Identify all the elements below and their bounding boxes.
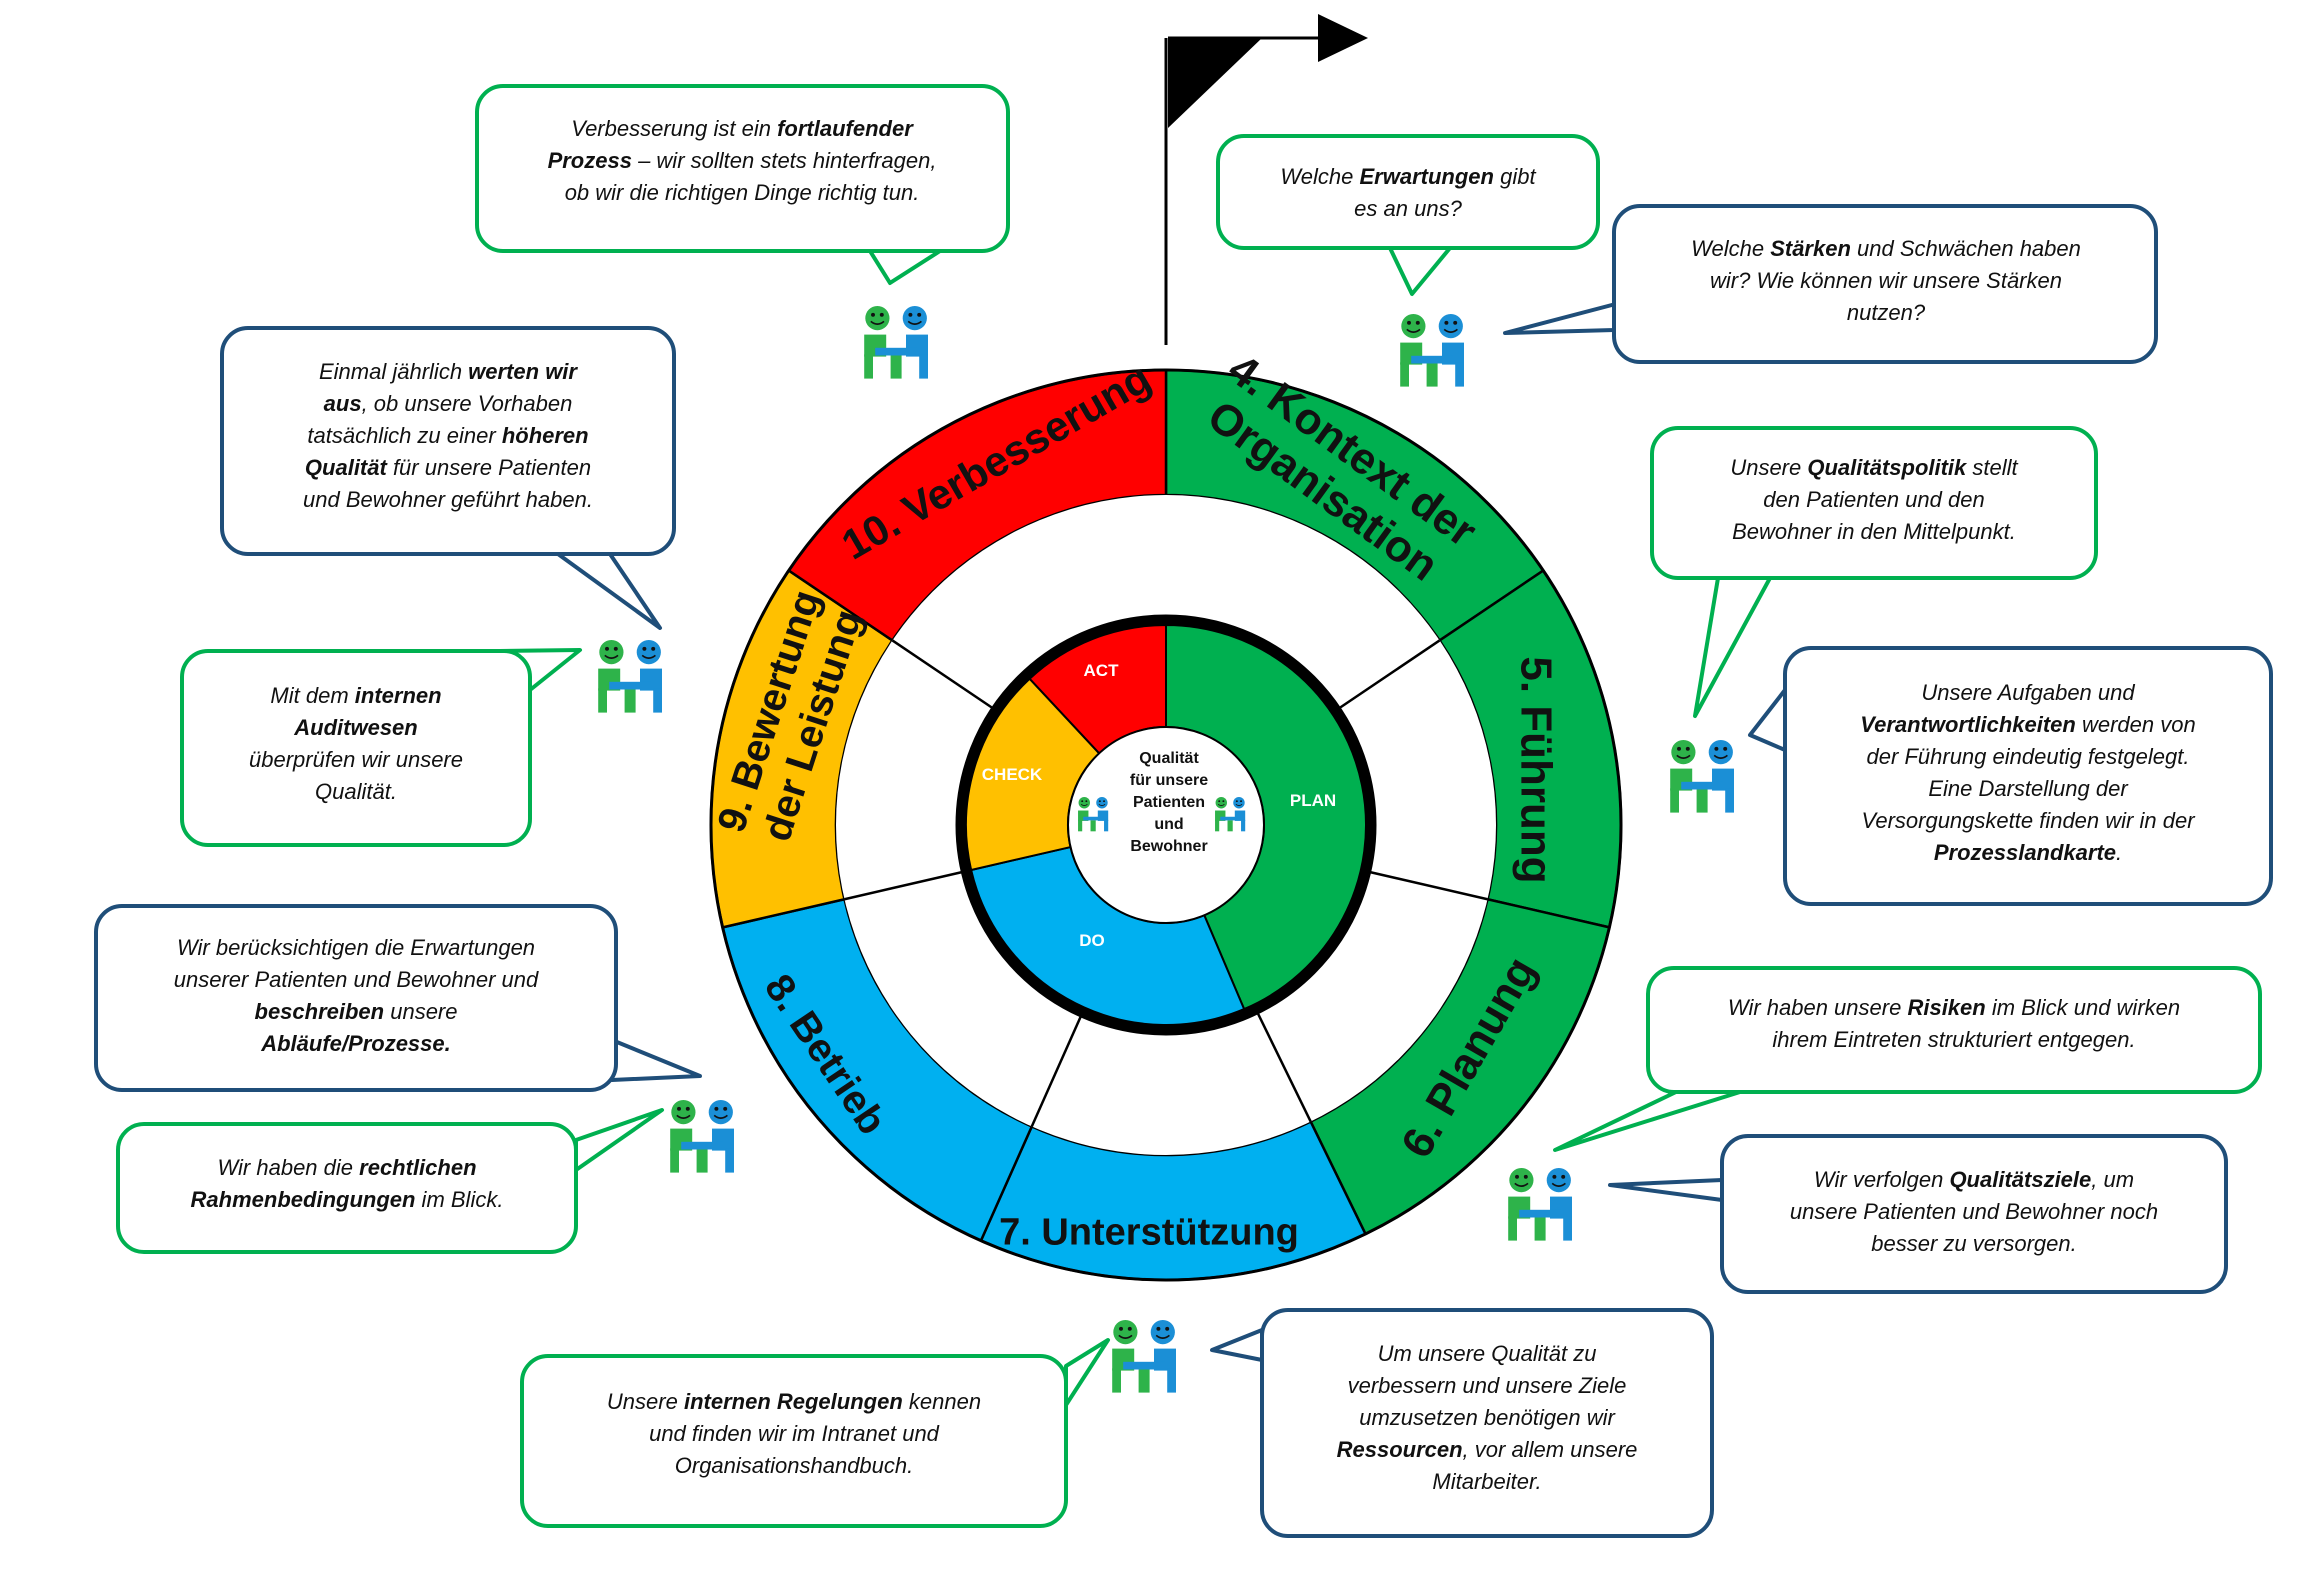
bubble-box xyxy=(180,649,532,847)
segment-label-seg-5: 5. Führung xyxy=(1512,656,1561,883)
bubble-tail xyxy=(1064,1338,1110,1407)
bubble-tail xyxy=(1553,1090,1742,1152)
people-at-table-icon xyxy=(597,639,663,714)
people-at-table-icon xyxy=(1399,313,1465,388)
bubble-box xyxy=(1216,134,1600,250)
people-at-table-icon xyxy=(1111,1319,1177,1394)
bubble-box xyxy=(116,1122,578,1254)
pdca-outer-border xyxy=(955,614,1377,1036)
inner-divider xyxy=(1254,1008,1312,1123)
center-label-line: und xyxy=(1154,816,1183,833)
bubble-box xyxy=(520,1354,1068,1528)
bubble-box xyxy=(220,326,676,556)
center-circle xyxy=(1067,726,1265,924)
bubble-box xyxy=(1646,966,2262,1094)
people-at-table-icon xyxy=(1669,739,1735,814)
bubble-tail xyxy=(574,1108,664,1172)
bubble-tail xyxy=(556,552,662,630)
people-at-table-icon xyxy=(669,1099,735,1174)
people-at-table-icon xyxy=(863,305,929,380)
pdca-labels: ACT PLAN DO CHECK xyxy=(982,661,1336,950)
speech-bubble-b-risiken: Wir haben unsere Risiken im Blick und wi… xyxy=(1553,966,2262,1152)
bubble-tail xyxy=(1693,576,1772,718)
bubble-tail xyxy=(1608,1178,1724,1202)
bubble-tail xyxy=(1748,688,1787,752)
bubble-tail xyxy=(868,249,942,285)
people-at-table-icon xyxy=(1507,1167,1573,1242)
inner-divider xyxy=(1030,1011,1084,1127)
bubble-box xyxy=(475,84,1010,253)
inner-divider xyxy=(1335,639,1441,712)
center-label-line: Bewohner xyxy=(1130,838,1207,855)
bubble-box xyxy=(1720,1134,2228,1294)
inner-divider xyxy=(891,639,997,712)
bubble-box xyxy=(1612,204,2158,364)
bubble-text: Wir haben unsere Risiken im Blick und wi… xyxy=(1728,995,2180,1052)
outer-ring xyxy=(709,368,1623,1282)
bubble-box xyxy=(1260,1308,1714,1538)
flag xyxy=(1164,14,1368,345)
outer-ring-border xyxy=(709,368,1623,1282)
center-label-line: Patienten xyxy=(1133,794,1205,811)
pdca-core xyxy=(955,614,1377,1036)
bubble-box xyxy=(1783,646,2273,906)
center-label-line: für unsere xyxy=(1130,772,1208,789)
bubble-tail xyxy=(1210,1328,1264,1362)
bubble-tail xyxy=(610,1038,702,1082)
pdca-label-plan: PLAN xyxy=(1290,791,1336,810)
inner-divider xyxy=(844,869,967,901)
pdca-label-do: DO xyxy=(1079,931,1105,950)
center-label-line: Qualität xyxy=(1139,750,1199,767)
bubble-box xyxy=(94,904,618,1092)
bubble-tail xyxy=(1388,246,1452,296)
segment-label-seg-7: 7. Unterstützung xyxy=(999,1211,1299,1253)
pdca-label-act: ACT xyxy=(1084,661,1120,680)
inner-divider xyxy=(1365,869,1488,901)
bubble-box xyxy=(1650,426,2098,580)
inner-ring-dividers xyxy=(844,639,1488,1127)
pdca-label-check: CHECK xyxy=(982,765,1043,784)
